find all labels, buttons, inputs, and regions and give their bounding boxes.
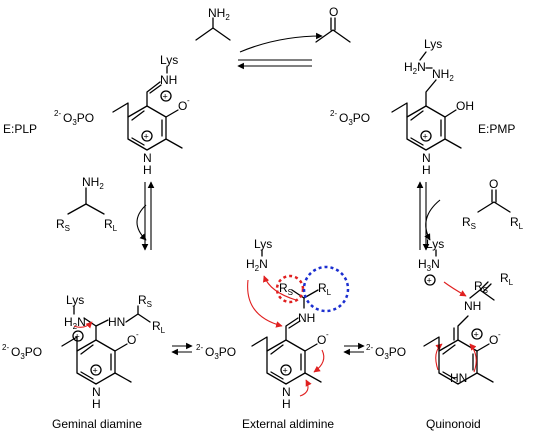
svg-text:N: N	[422, 151, 431, 165]
amine-substrate: NH2 RS RL	[56, 175, 118, 233]
left-equilibrium-arrows	[136, 181, 155, 251]
svg-text:RS: RS	[138, 293, 152, 309]
svg-text:+: +	[474, 330, 479, 340]
svg-text:2-: 2-	[366, 343, 373, 352]
svg-text:NH: NH	[464, 299, 481, 313]
svg-text:NH: NH	[298, 311, 315, 325]
svg-text:RS: RS	[474, 279, 488, 295]
svg-text:H: H	[143, 163, 152, 177]
svg-text:O: O	[489, 333, 498, 347]
svg-text:2-: 2-	[54, 109, 61, 118]
top-equilibrium-arrows	[237, 32, 323, 70]
label-e-plp: E:PLP	[3, 122, 37, 136]
label-quinonoid: Quinonoid	[426, 417, 481, 431]
svg-text:HN: HN	[450, 371, 467, 385]
svg-text:-: -	[187, 96, 190, 105]
svg-text:+: +	[283, 366, 288, 376]
label-geminal-diamine: Geminal diamine	[52, 417, 142, 431]
ketone-substrate: O RS RL	[462, 177, 524, 231]
pmp-structure: NH2 H2N Lys OH + N H 2- O3PO	[330, 37, 474, 177]
svg-text:OH: OH	[456, 99, 474, 113]
svg-text:Lys: Lys	[66, 293, 84, 307]
svg-text:RL: RL	[318, 281, 332, 297]
svg-text:-: -	[136, 330, 139, 339]
quinonoid-structure: NH RS RL H3N Lys + O - + HN 2- O3PO	[366, 237, 514, 385]
svg-text:-: -	[326, 330, 329, 339]
svg-text:+: +	[423, 132, 428, 142]
svg-text:RS: RS	[462, 215, 476, 231]
svg-text:N: N	[143, 151, 152, 165]
right-equilibrium-arrows	[416, 181, 441, 251]
svg-text:H: H	[92, 397, 101, 411]
label-e-pmp: E:PMP	[478, 122, 515, 136]
svg-text:RS: RS	[279, 281, 293, 297]
svg-text:NH2: NH2	[432, 67, 454, 83]
svg-text:O: O	[127, 333, 136, 347]
svg-text:Lys: Lys	[160, 53, 178, 67]
svg-text:+: +	[144, 132, 149, 142]
rl-highlight-circle	[302, 265, 350, 313]
svg-text:RL: RL	[104, 217, 118, 233]
amine-reagent: NH2	[195, 6, 231, 41]
svg-text:H2N: H2N	[64, 315, 86, 331]
svg-text:RS: RS	[56, 217, 70, 233]
svg-text:RL: RL	[510, 215, 524, 231]
svg-text:O: O	[329, 5, 338, 19]
svg-text:O3PO: O3PO	[11, 345, 42, 361]
svg-text:+: +	[427, 276, 432, 286]
svg-text:H: H	[422, 163, 431, 177]
svg-text:O3PO: O3PO	[205, 345, 236, 361]
svg-text:2-: 2-	[196, 343, 203, 352]
svg-text:H3N: H3N	[418, 257, 440, 273]
svg-text:Lys: Lys	[426, 237, 444, 251]
svg-text:2-: 2-	[330, 109, 337, 118]
plp-structure: NH Lys + O - + N H 2- O3PO	[54, 53, 190, 177]
svg-text:O: O	[489, 177, 498, 191]
bottom-left-equilibrium-arrows	[171, 342, 193, 356]
external-aldimine-structure: NH RS RL H2N Lys O - + N H 2- O3PO	[196, 237, 350, 411]
svg-text:+: +	[163, 92, 168, 102]
label-external-aldimine: External aldimine	[242, 417, 334, 431]
svg-text:Lys: Lys	[424, 37, 442, 51]
svg-text:O3PO: O3PO	[339, 111, 370, 127]
geminal-diamine-structure: HN RS RL H2N Lys + O - + N H 2- O3PO	[2, 293, 166, 411]
svg-text:HN: HN	[108, 315, 125, 329]
svg-text:RL: RL	[152, 319, 166, 335]
svg-text:O: O	[317, 333, 326, 347]
svg-text:-: -	[498, 330, 501, 339]
svg-text:H2N: H2N	[404, 60, 426, 76]
svg-text:NH: NH	[160, 73, 177, 87]
svg-text:NH2: NH2	[82, 175, 104, 191]
svg-text:2-: 2-	[2, 343, 9, 352]
svg-text:N: N	[92, 385, 101, 399]
svg-text:H: H	[282, 397, 291, 411]
bottom-right-equilibrium-arrows	[343, 342, 365, 356]
svg-text:O3PO: O3PO	[375, 345, 406, 361]
svg-text:NH2: NH2	[208, 6, 230, 22]
svg-text:Lys: Lys	[254, 237, 272, 251]
svg-text:H2N: H2N	[246, 257, 268, 273]
svg-text:O: O	[178, 99, 187, 113]
svg-text:RL: RL	[500, 271, 514, 287]
svg-text:+: +	[93, 366, 98, 376]
svg-text:N: N	[282, 385, 291, 399]
svg-text:O3PO: O3PO	[63, 111, 94, 127]
